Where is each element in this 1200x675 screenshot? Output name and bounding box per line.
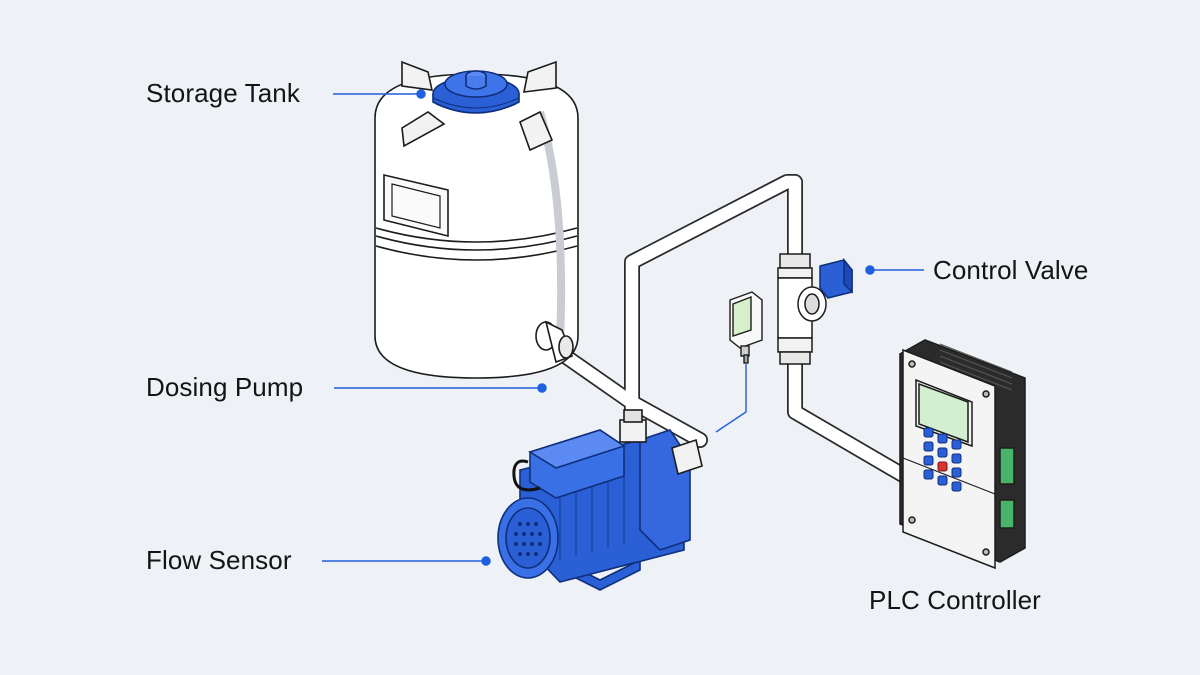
storage-tank — [374, 60, 579, 379]
dosing-pump — [497, 409, 703, 591]
leader-dot-flow-sensor — [481, 556, 491, 566]
label-storage-tank: Storage Tank — [146, 78, 300, 108]
flow-sensor-device — [715, 291, 763, 433]
leader-dot-control-valve — [865, 265, 875, 275]
pipe-network — [537, 174, 916, 486]
plc-controller — [899, 339, 1026, 570]
tank-cap — [432, 70, 520, 114]
leader-dot-storage-tank — [416, 89, 426, 99]
label-plc-controller: PLC Controller — [869, 585, 1041, 615]
label-control-valve: Control Valve — [933, 255, 1089, 285]
control-valve-assembly — [777, 253, 853, 365]
leader-dot-dosing-pump — [537, 383, 547, 393]
label-dosing-pump: Dosing Pump — [146, 372, 304, 402]
callout-leaders — [322, 89, 924, 566]
label-flow-sensor: Flow Sensor — [146, 545, 292, 575]
